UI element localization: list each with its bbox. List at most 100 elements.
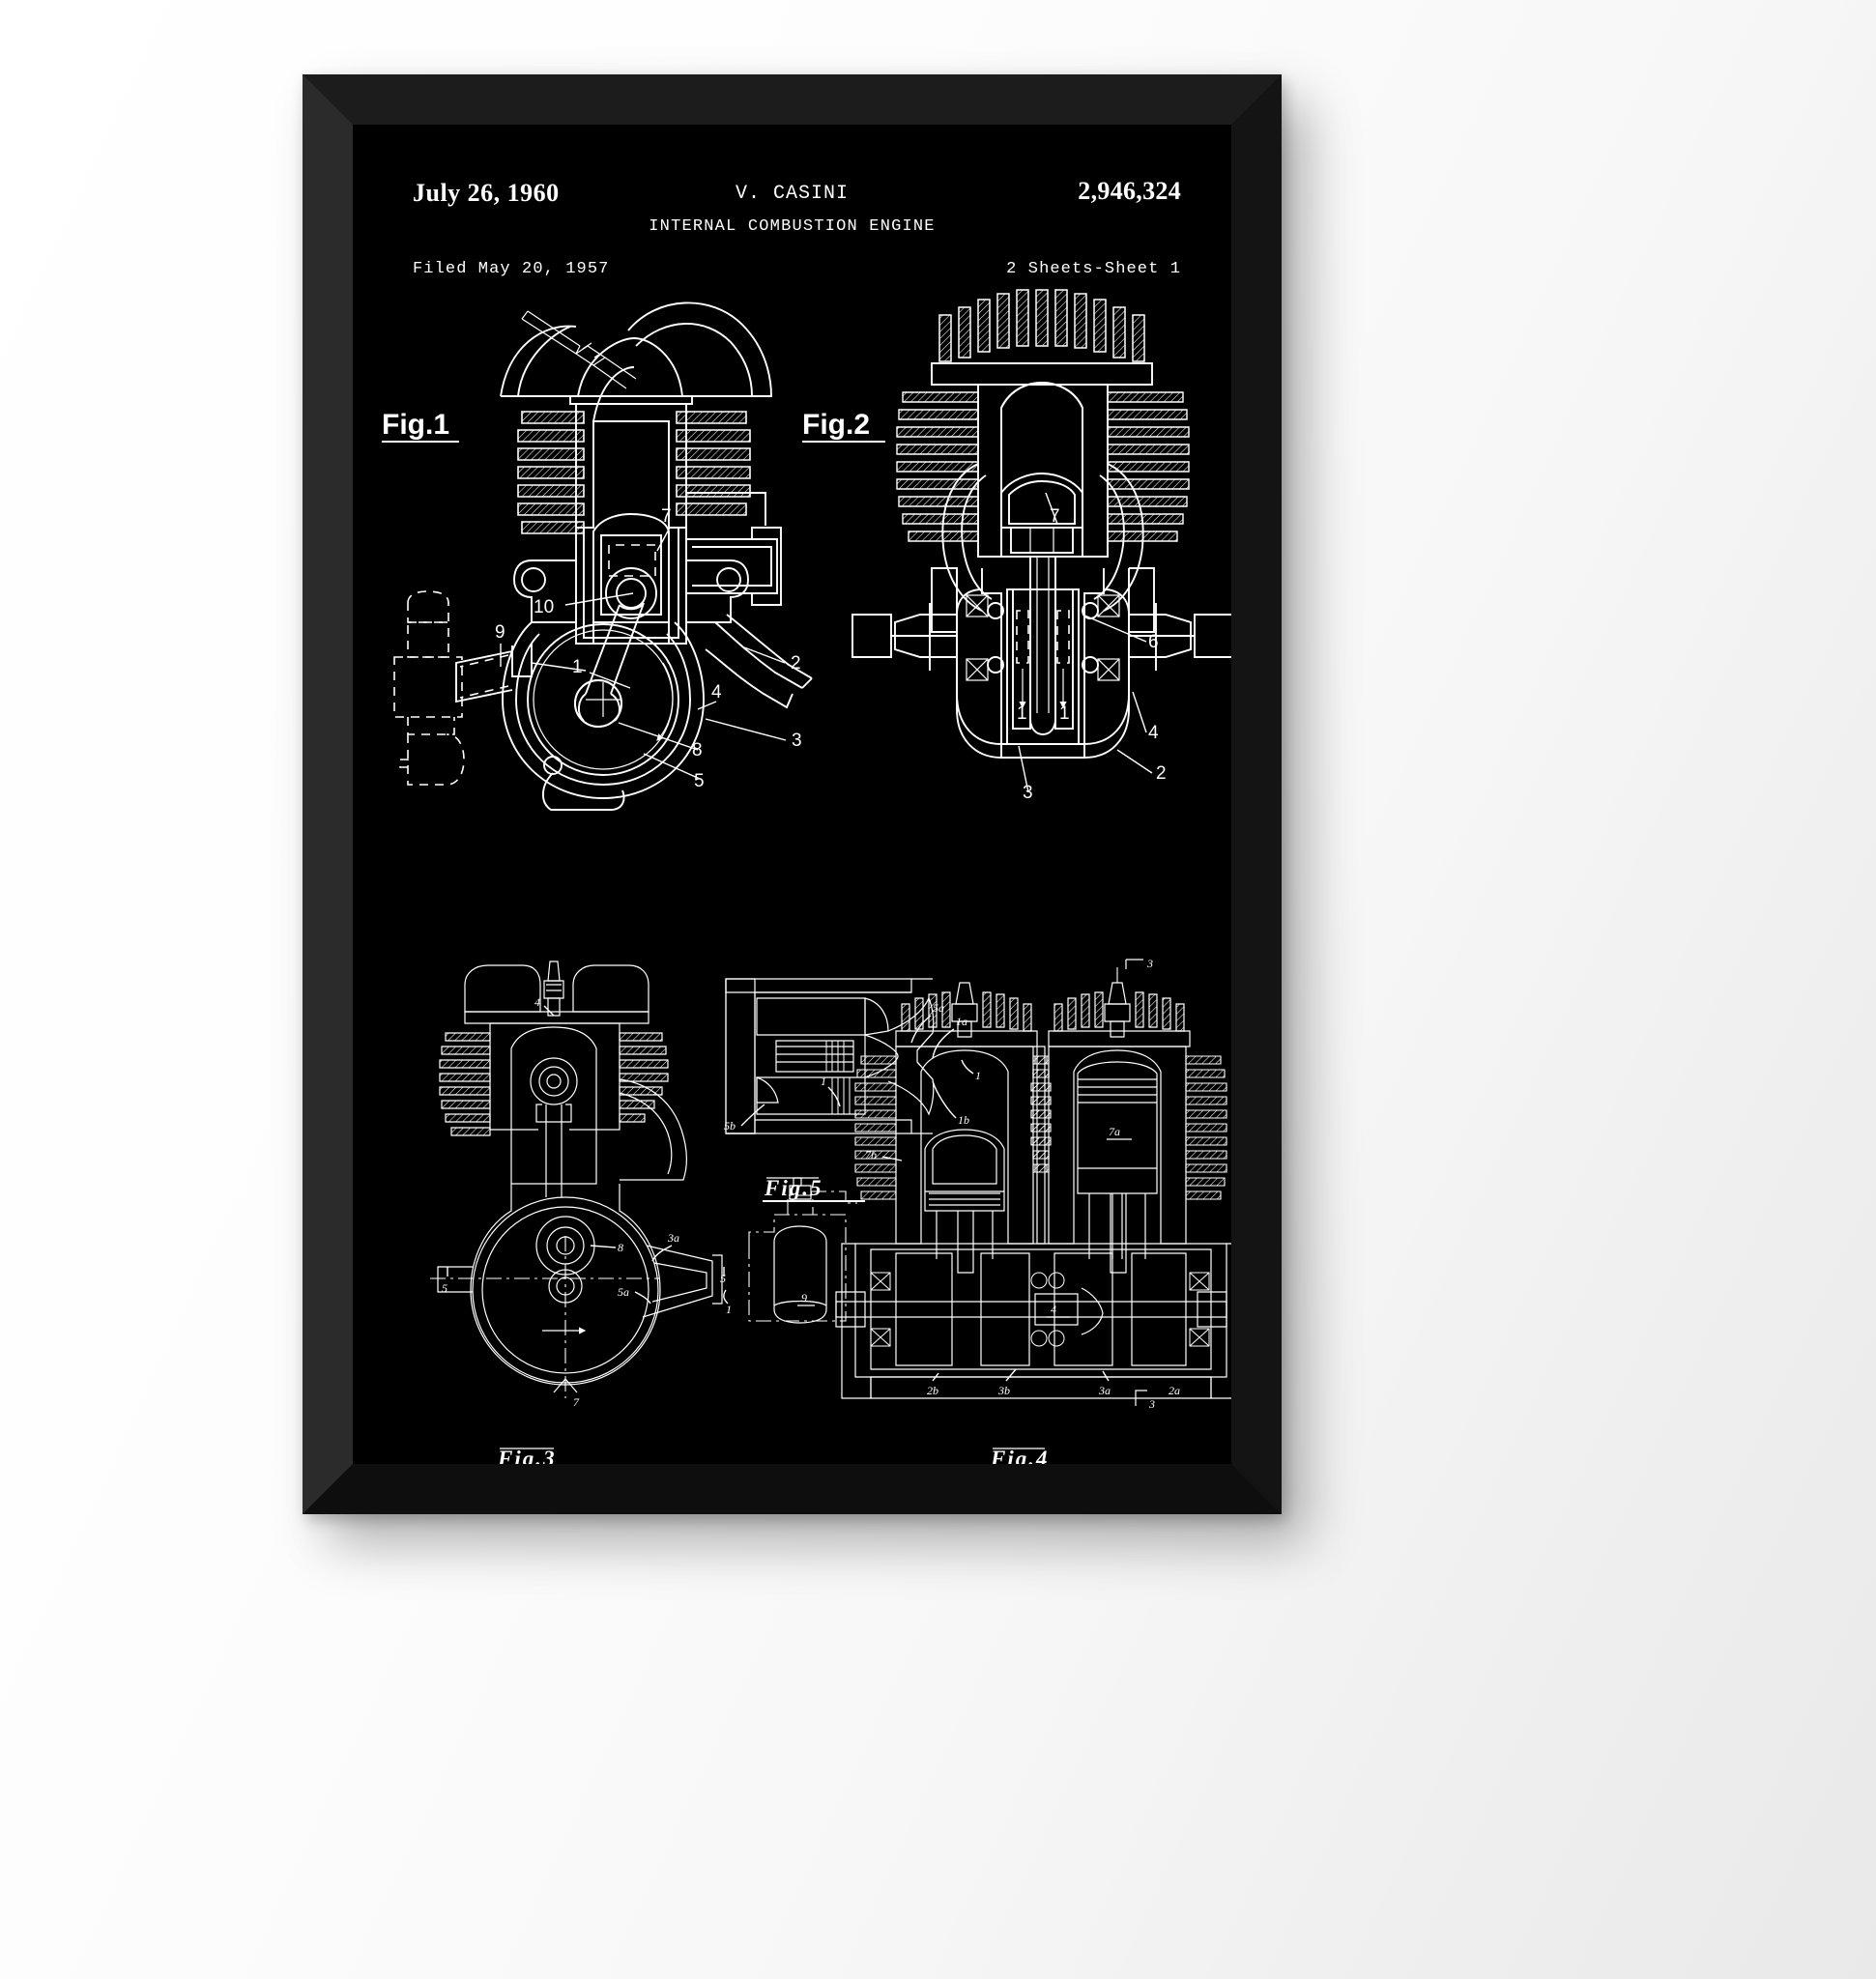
fig1-ref-9: 9: [495, 622, 505, 643]
fig1-reference-numerals: 7 10 9 1 2 4 8 3 5: [495, 506, 802, 791]
fig2-cylinder-head: [977, 382, 1109, 558]
fig2-ref-2: 2: [1156, 763, 1167, 784]
fig5-caption: Fig.5: [763, 1176, 865, 1202]
fig3-intake-tract: [642, 1245, 723, 1318]
fig3-head: [439, 1022, 669, 1136]
fig4-ref-4: 4: [1051, 1303, 1056, 1316]
fig1-ref-5: 5: [694, 771, 705, 791]
fig3-piston: [510, 1057, 597, 1197]
fig1-ref-4: 4: [711, 682, 722, 703]
fig2-leader-lines: [1018, 492, 1153, 793]
frame-bottom-rail: [303, 1464, 1282, 1514]
fig3-spark-plug: [543, 961, 564, 1017]
frame-right-rail: [1231, 74, 1282, 1514]
fig2-crankshaft: [851, 603, 1231, 671]
fig4-ref-3a: 3a: [1098, 1384, 1111, 1397]
fig1-cylinder-fins: [517, 411, 751, 534]
fig2-body-fins: [896, 391, 1190, 542]
fig3-ref-1: 1: [726, 1303, 732, 1316]
fig1-crankcase: [502, 528, 749, 799]
fig1-ref-7: 7: [661, 506, 672, 527]
frame-top-rail: [303, 74, 1282, 125]
frame-left-rail: [303, 74, 353, 1514]
fig3-label: Fig.3: [497, 1447, 556, 1464]
fig3-exhaust-scroll: [619, 1078, 688, 1181]
fig4-caption: Fig.4: [990, 1447, 1049, 1464]
fig2-ref-3: 3: [1023, 783, 1033, 803]
fig2-head-fins: [931, 289, 1153, 386]
fig3-ref-5a: 5a: [618, 1285, 629, 1299]
fig4-ref-7a: 7a: [1109, 1125, 1120, 1138]
patent-title: INTERNAL COMBUSTION ENGINE: [649, 217, 936, 236]
fig4-ref-3-top: 3: [1146, 957, 1153, 970]
fig4-left-cylinder: [854, 1046, 1052, 1259]
drawing-sheet: 7 10 9 1 2 4 8 3 5 Fig.1: [353, 125, 1231, 1464]
fig2-ref-1b: 1: [1059, 703, 1070, 724]
fig1-spark-plug: [521, 310, 637, 389]
fig1-connecting-rod: [574, 567, 657, 728]
fig1-leader-lines: [500, 527, 787, 780]
fig1-ref-8: 8: [692, 740, 703, 760]
inventor-name: V. CASINI: [735, 183, 850, 205]
fig3-ref-8: 8: [618, 1241, 623, 1254]
fig2-ref-4: 4: [1148, 723, 1159, 743]
fig1-ref-1: 1: [572, 657, 583, 677]
fig2-bearings: [966, 594, 1120, 681]
fig2-caption: Fig.2: [802, 409, 885, 443]
figure-3: 4 8 3a 5 5a 5 1: [430, 961, 857, 1464]
fig5-label: Fig.5: [764, 1176, 823, 1200]
fig2-ref-1a: 1: [1017, 703, 1027, 724]
fig1-exhaust-port: [686, 492, 782, 606]
fig3-ref-3a: 3a: [667, 1231, 679, 1245]
fig1-ref-10: 10: [534, 597, 554, 617]
fig1-ref-3: 3: [792, 731, 802, 751]
patent-number: 2,946,324: [1078, 177, 1181, 205]
fig1-cylinder-head: [569, 337, 693, 529]
fig1-ref-2: 2: [791, 653, 801, 674]
fig1-exhaust-pipe: [705, 614, 813, 709]
fig2-ref-7: 7: [1050, 506, 1060, 527]
fig4-top-fins: [895, 991, 1191, 1047]
figure-2: 7 6 1 1 4 2 3 Fig.2: [802, 289, 1231, 803]
fig1-caption: Fig.1: [382, 409, 459, 443]
fig2-reference-numerals: 7 6 1 1 4 2 3: [1017, 506, 1167, 803]
fig3-cowl: [464, 964, 649, 1024]
fig4-ref-3b: 3b: [997, 1384, 1010, 1397]
fig5-ref-1: 1: [975, 1069, 981, 1082]
filing-date: Filed May 20, 1957: [413, 260, 610, 278]
fig4-reference-numerals: 3 7a 7b 1 4 2b 3b: [821, 957, 1180, 1411]
fig4-spark-plugs: [951, 959, 1143, 1038]
fig3-ref-7: 7: [573, 1395, 580, 1409]
fig5-ref-5b: 5b: [724, 1119, 736, 1133]
patent-poster: July 26, 1960 V. CASINI 2,946,324 INTERN…: [353, 125, 1231, 1464]
figure-1: 7 10 9 1 2 4 8 3 5 Fig.1: [382, 301, 813, 811]
fig4-right-cylinder: [1030, 1046, 1227, 1259]
fig4-ref-2b: 2b: [927, 1384, 938, 1397]
fig4-label: Fig.4: [990, 1447, 1049, 1464]
fig1-label: Fig.1: [382, 409, 449, 441]
fig1-cowl: [500, 301, 772, 397]
fig1-carburetor-phantom: [393, 590, 465, 786]
fig3-reference-numerals: 4 8 3a 5 5a 5 1: [442, 995, 815, 1409]
fig1-intake-manifold: [455, 644, 533, 703]
fig2-connecting-rod: [1012, 557, 1074, 735]
figure-4: 3 7a 7b 1 4 2b 3b: [821, 957, 1231, 1464]
fig4-center-fins: [1030, 1046, 1052, 1245]
fig1-mount-foot: [542, 756, 625, 811]
fig2-ref-6: 6: [1148, 632, 1159, 652]
fig3-carburetor-phantom: [748, 1177, 857, 1324]
fig4-ref-2a: 2a: [1169, 1384, 1180, 1397]
fig3-ref-5b: 5: [720, 1272, 726, 1285]
fig3-ref-5: 5: [442, 1281, 447, 1295]
fig3-caption: Fig.3: [497, 1447, 556, 1464]
fig5-ref-1b: 1b: [958, 1113, 969, 1127]
fig4-crankcase: [835, 1193, 1231, 1399]
fig1-piston: [592, 513, 670, 623]
fig4-ref-1: 1: [821, 1075, 826, 1088]
patent-date: July 26, 1960: [413, 179, 560, 207]
picture-frame: July 26, 1960 V. CASINI 2,946,324 INTERN…: [303, 74, 1282, 1514]
fig2-label: Fig.2: [802, 409, 870, 441]
fig2-side-bosses: [931, 567, 1155, 633]
fig3-ref-4: 4: [534, 995, 540, 1009]
